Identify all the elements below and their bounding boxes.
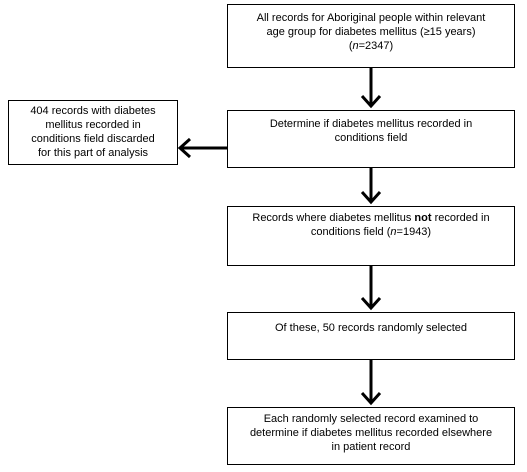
step-not-recorded-box: Records where diabetes mellitus not reco…: [227, 206, 515, 266]
step-not-recorded-line1: Records where diabetes mellitus not reco…: [252, 212, 490, 224]
arrow-down-2: [360, 168, 382, 205]
discarded-line2: mellitus recorded in: [45, 119, 141, 131]
arrow-left-discard: [177, 137, 227, 159]
step-all-records-line2: age group for diabetes mellitus (≥15 yea…: [266, 26, 476, 38]
step-all-records-line1: All records for Aboriginal people within…: [256, 12, 486, 24]
step-examined-line2: determine if diabetes mellitus recorded …: [249, 427, 493, 439]
step-examined-line1: Each randomly selected record examined t…: [263, 413, 479, 425]
step-determine-line2: conditions field: [334, 132, 408, 144]
discarded-line1: 404 records with diabetes: [30, 105, 156, 117]
discarded-records-box: 404 records with diabetes mellitus recor…: [8, 100, 178, 165]
step-determine-recorded-box: Determine if diabetes mellitus recorded …: [227, 110, 515, 168]
arrow-down-4: [360, 360, 382, 406]
step-all-records-box: All records for Aboriginal people within…: [227, 4, 515, 68]
step-random-selection-box: Of these, 50 records randomly selected: [227, 312, 515, 360]
step-all-records-count: (n=2347): [348, 40, 394, 52]
discarded-line4: for this part of analysis: [37, 147, 149, 159]
arrow-down-3: [360, 266, 382, 311]
arrow-down-1: [360, 68, 382, 109]
step-examined-line3: in patient record: [331, 441, 411, 453]
step-examined-box: Each randomly selected record examined t…: [227, 407, 515, 465]
step-not-recorded-line2: conditions field (n=1943): [310, 226, 432, 238]
step-random-selection-line1: Of these, 50 records randomly selected: [275, 322, 467, 334]
step-determine-line1: Determine if diabetes mellitus recorded …: [269, 118, 473, 130]
discarded-line3: conditions field discarded: [31, 133, 155, 145]
